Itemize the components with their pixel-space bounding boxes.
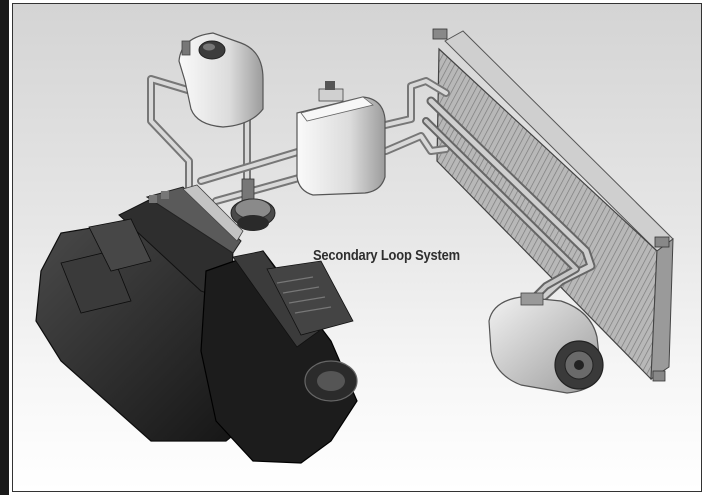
coolant-pump: [230, 178, 276, 231]
chiller-unit: [296, 81, 386, 196]
left-border-bar: [0, 0, 9, 495]
illustration-panel: Secondary Loop System: [12, 3, 702, 492]
hvac-module: [35, 184, 358, 464]
coolant-reservoir: [178, 32, 264, 128]
compressor: [488, 292, 604, 394]
diagram-caption: Secondary Loop System: [313, 247, 460, 264]
secondary-loop-illustration: [35, 28, 674, 464]
